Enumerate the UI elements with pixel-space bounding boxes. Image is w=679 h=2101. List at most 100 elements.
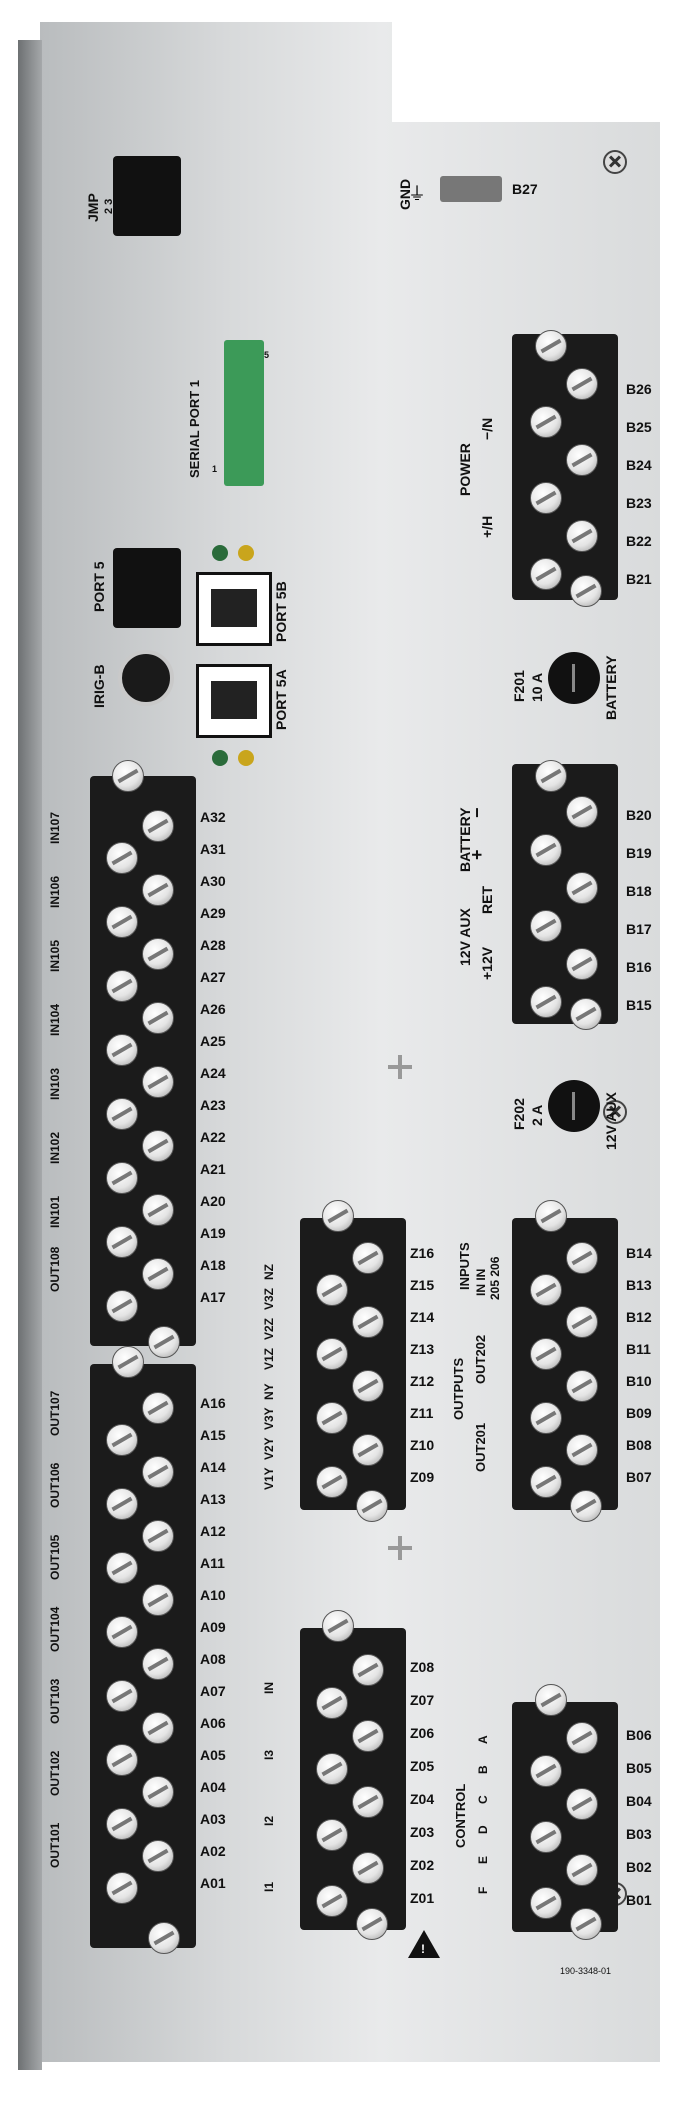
b-low-terminal-screw[interactable] — [530, 1821, 562, 1853]
z-high-screw-bottom[interactable] — [356, 1490, 388, 1522]
a-low-terminal-screw[interactable] — [142, 1456, 174, 1488]
z-high-terminal-screw[interactable] — [352, 1370, 384, 1402]
a-high-terminal-screw[interactable] — [106, 1098, 138, 1130]
power-terminal-screw[interactable] — [566, 368, 598, 400]
b-low-screw-top[interactable] — [535, 1684, 567, 1716]
a-high-terminal-screw[interactable] — [106, 842, 138, 874]
z-low-terminal-screw[interactable] — [352, 1720, 384, 1752]
z-low-terminal-screw[interactable] — [316, 1753, 348, 1785]
a-high-terminal-screw[interactable] — [142, 1194, 174, 1226]
a-low-terminal-screw[interactable] — [106, 1680, 138, 1712]
a-high-terminal-screw[interactable] — [106, 1226, 138, 1258]
power-screw-top[interactable] — [535, 330, 567, 362]
b-low-terminal-screw[interactable] — [566, 1854, 598, 1886]
a-low-terminal-screw[interactable] — [142, 1392, 174, 1424]
z-high-terminal-screw[interactable] — [316, 1402, 348, 1434]
power-terminal-screw[interactable] — [530, 406, 562, 438]
a-high-terminal-screw[interactable] — [142, 810, 174, 842]
z-high-screw-top[interactable] — [322, 1200, 354, 1232]
a-low-terminal-screw[interactable] — [106, 1424, 138, 1456]
a-low-screw-bottom[interactable] — [148, 1922, 180, 1954]
b-low-terminal-screw[interactable] — [530, 1887, 562, 1919]
battery-terminal-screw[interactable] — [566, 948, 598, 980]
z-high-terminal-screw[interactable] — [352, 1434, 384, 1466]
a-high-terminal-screw[interactable] — [142, 1002, 174, 1034]
z-high-terminal-screw[interactable] — [316, 1338, 348, 1370]
a-high-terminal-screw[interactable] — [106, 906, 138, 938]
a-low-terminal-screw[interactable] — [142, 1520, 174, 1552]
b-mid-terminal-screw[interactable] — [530, 1402, 562, 1434]
z-low-screw-bottom[interactable] — [356, 1908, 388, 1940]
z-low-terminal-screw[interactable] — [352, 1852, 384, 1884]
a-high-screw-top[interactable] — [112, 760, 144, 792]
b-low-screw-bottom[interactable] — [570, 1908, 602, 1940]
power-terminal-screw[interactable] — [566, 520, 598, 552]
z-low-terminal-screw[interactable] — [352, 1654, 384, 1686]
battery-screw-bottom[interactable] — [570, 998, 602, 1030]
a-low-terminal-screw[interactable] — [142, 1712, 174, 1744]
battery-terminal-screw[interactable] — [530, 910, 562, 942]
a-low-terminal-screw[interactable] — [106, 1744, 138, 1776]
battery-terminal-screw[interactable] — [530, 986, 562, 1018]
gnd-stud[interactable] — [440, 176, 502, 202]
serial-port-1-connector[interactable] — [224, 340, 264, 486]
power-terminal-screw[interactable] — [530, 482, 562, 514]
a-high-terminal-screw[interactable] — [142, 1066, 174, 1098]
battery-screw-top[interactable] — [535, 760, 567, 792]
a-low-terminal-screw[interactable] — [142, 1776, 174, 1808]
battery-terminal-screw[interactable] — [566, 872, 598, 904]
z-low-terminal-screw[interactable] — [316, 1687, 348, 1719]
z-high-terminal-screw[interactable] — [352, 1242, 384, 1274]
b-mid-terminal-screw[interactable] — [530, 1274, 562, 1306]
port-5-fiber[interactable] — [113, 548, 181, 628]
a-high-terminal-screw[interactable] — [142, 938, 174, 970]
z-low-screw-top[interactable] — [322, 1610, 354, 1642]
a-high-terminal-screw[interactable] — [142, 1258, 174, 1290]
power-terminal-screw[interactable] — [566, 444, 598, 476]
fuse-f201[interactable] — [548, 652, 600, 704]
a-low-terminal-screw[interactable] — [142, 1648, 174, 1680]
b-low-terminal-screw[interactable] — [566, 1788, 598, 1820]
a-high-terminal-screw[interactable] — [106, 970, 138, 1002]
b-mid-screw-top[interactable] — [535, 1200, 567, 1232]
z-high-terminal-screw[interactable] — [316, 1274, 348, 1306]
battery-terminal-screw[interactable] — [530, 834, 562, 866]
a-low-terminal-screw[interactable] — [142, 1840, 174, 1872]
b-mid-screw-bottom[interactable] — [570, 1490, 602, 1522]
z-high-terminal-screw[interactable] — [316, 1466, 348, 1498]
jumper-block[interactable] — [113, 156, 181, 236]
battery-terminal-screw[interactable] — [566, 796, 598, 828]
z-low-terminal-screw[interactable] — [316, 1885, 348, 1917]
a-high-terminal-screw[interactable] — [142, 1130, 174, 1162]
z-low-terminal-screw[interactable] — [316, 1819, 348, 1851]
b-mid-terminal-screw[interactable] — [566, 1370, 598, 1402]
b-mid-terminal-screw[interactable] — [530, 1338, 562, 1370]
port-5a-ethernet[interactable] — [196, 664, 272, 738]
jmp-label: JMP — [85, 193, 101, 222]
a-high-terminal-screw[interactable] — [106, 1290, 138, 1322]
b-mid-terminal-screw[interactable] — [566, 1242, 598, 1274]
a-low-terminal-screw[interactable] — [106, 1872, 138, 1904]
a-low-terminal-screw[interactable] — [106, 1808, 138, 1840]
b-low-terminal-screw[interactable] — [566, 1722, 598, 1754]
a-high-terminal-screw[interactable] — [142, 874, 174, 906]
a-low-screw-top[interactable] — [112, 1346, 144, 1378]
a-low-terminal-screw[interactable] — [142, 1584, 174, 1616]
z-high-terminal-screw[interactable] — [352, 1306, 384, 1338]
a-high-terminal-screw[interactable] — [106, 1162, 138, 1194]
z-low-terminal-screw[interactable] — [352, 1786, 384, 1818]
a-low-terminal-screw[interactable] — [106, 1552, 138, 1584]
irig-b-bnc-connector[interactable] — [118, 650, 174, 706]
power-screw-bottom[interactable] — [570, 575, 602, 607]
a-high-terminal-screw[interactable] — [106, 1034, 138, 1066]
port-5b-ethernet[interactable] — [196, 572, 272, 646]
b-mid-terminal-screw[interactable] — [530, 1466, 562, 1498]
power-terminal-screw[interactable] — [530, 558, 562, 590]
a-high-screw-bottom[interactable] — [148, 1326, 180, 1358]
a-low-terminal-screw[interactable] — [106, 1488, 138, 1520]
b-low-terminal-screw[interactable] — [530, 1755, 562, 1787]
b-mid-terminal-screw[interactable] — [566, 1306, 598, 1338]
b-mid-terminal-screw[interactable] — [566, 1434, 598, 1466]
a-low-terminal-screw[interactable] — [106, 1616, 138, 1648]
fuse-f202[interactable] — [548, 1080, 600, 1132]
